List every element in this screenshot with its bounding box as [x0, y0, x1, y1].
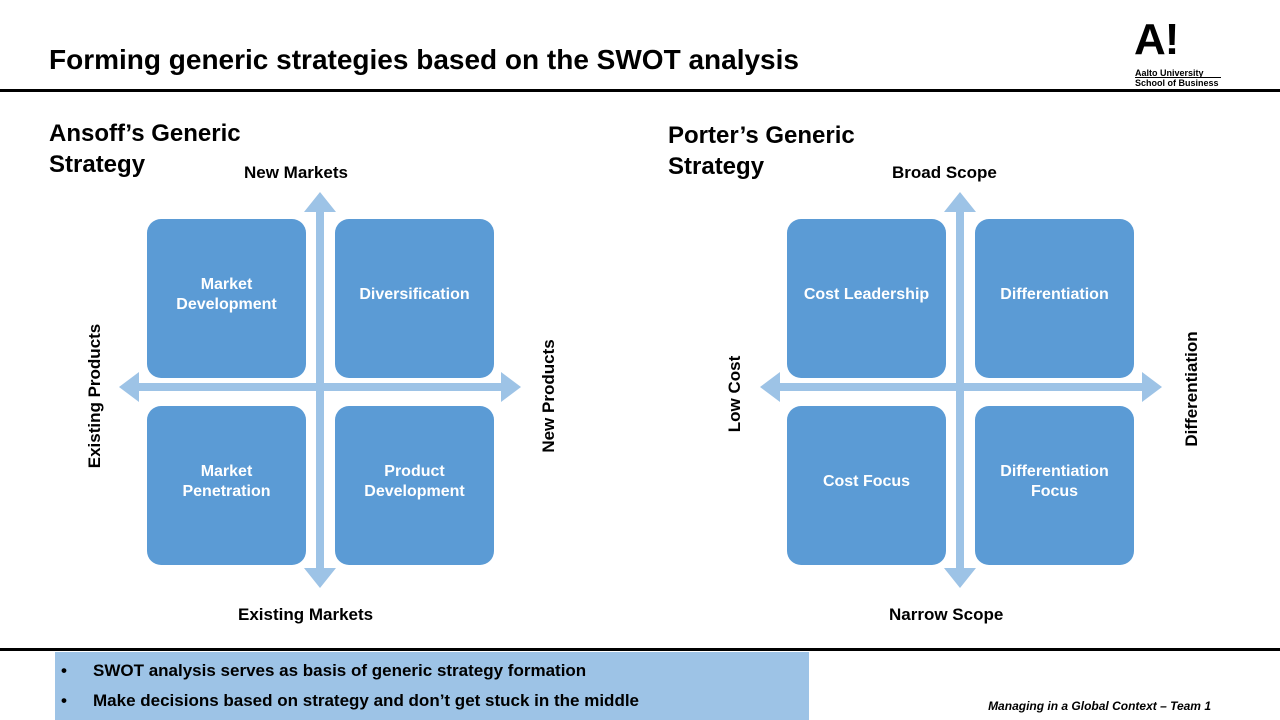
top-divider [0, 89, 1280, 92]
logo-line-school: School of Business [1135, 77, 1221, 88]
porter-top-label: Broad Scope [892, 163, 997, 182]
quadrant-market-development: Market Development [147, 219, 306, 378]
porter-right-label: Differentiation [1182, 331, 1201, 447]
quadrant-diversification: Diversification [335, 219, 494, 378]
porter-left-label: Low Cost [725, 355, 744, 433]
aalto-logo: A! Aalto University School of Business [1134, 18, 1244, 88]
porter-heading: Porter’s Generic Strategy [668, 122, 855, 180]
summary-bullets: SWOT analysis serves as basis of generic… [55, 652, 809, 720]
porter-bottom-label: Narrow Scope [889, 605, 1004, 624]
quadrant-market-penetration: Market Penetration [147, 406, 306, 565]
bullet-item: SWOT analysis serves as basis of generic… [55, 656, 809, 686]
porter-horizontal-arrow [760, 372, 1162, 402]
quadrant-product-development: Product Development [335, 406, 494, 565]
logo-mark: A! [1134, 15, 1179, 64]
slide-title: Forming generic strategies based on the … [49, 44, 799, 75]
quadrant-cost-focus: Cost Focus [787, 406, 946, 565]
quadrant-differentiation-focus: Differentiation Focus [975, 406, 1134, 565]
ansoff-top-label: New Markets [244, 163, 348, 182]
ansoff-heading: Ansoff’s Generic Strategy [49, 120, 241, 178]
bullet-item: Make decisions based on strategy and don… [55, 686, 809, 716]
ansoff-left-label: Existing Products [85, 323, 104, 469]
footer-text: Managing in a Global Context – Team 1 [988, 699, 1211, 713]
ansoff-bottom-label: Existing Markets [238, 605, 374, 624]
quadrant-differentiation: Differentiation [975, 219, 1134, 378]
ansoff-horizontal-arrow [119, 372, 521, 402]
quadrant-cost-leadership: Cost Leadership [787, 219, 946, 378]
bottom-divider [0, 648, 1280, 651]
ansoff-right-label: New Products [539, 339, 558, 453]
logo-line-university: Aalto University [1135, 68, 1204, 78]
